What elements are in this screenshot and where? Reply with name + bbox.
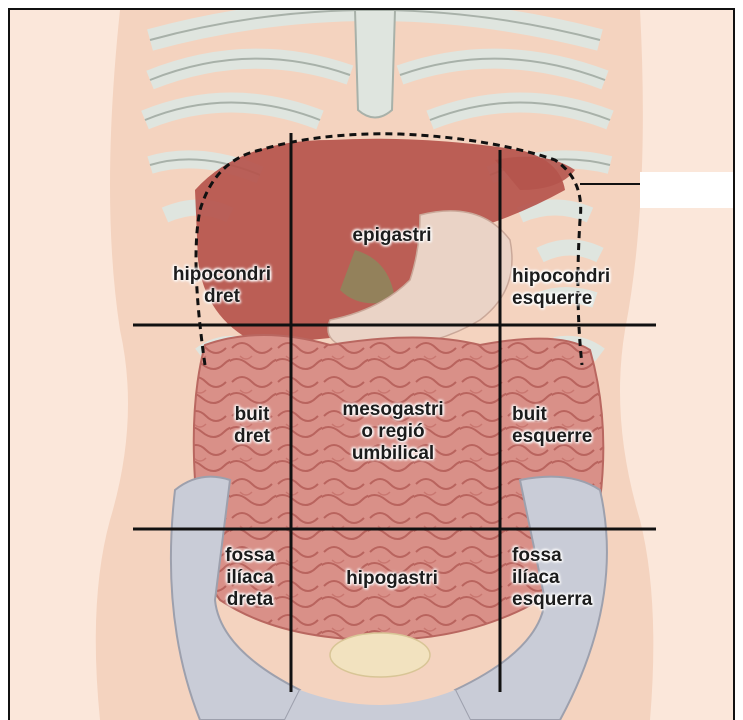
label-right-hypochondriac: hipocondri dret [160, 264, 284, 308]
label-epigastric: epigastri [330, 225, 454, 247]
label-left-iliac: fossa ilíaca esquerra [512, 545, 622, 611]
label-umbilical: mesogastri o regió umbilical [318, 399, 468, 465]
label-right-iliac: fossa ilíaca dreta [205, 545, 295, 611]
label-right-lumbar: buit dret [210, 404, 294, 448]
label-left-hypochondriac: hipocondri esquerre [512, 266, 642, 310]
frame-border [8, 8, 735, 720]
label-left-lumbar: buit esquerre [512, 404, 622, 448]
label-hypogastric: hipogastri [330, 568, 454, 590]
